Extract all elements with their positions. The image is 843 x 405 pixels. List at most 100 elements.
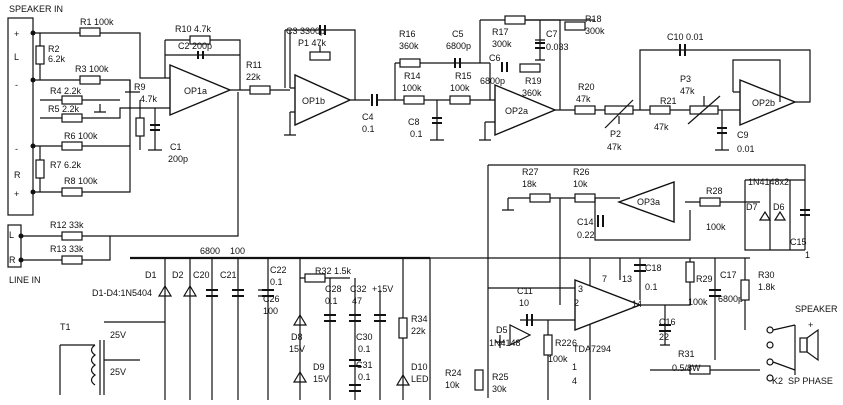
pin7-label: 7 <box>602 274 607 284</box>
r21-label: R21 <box>660 96 677 106</box>
r19-value: 360k <box>522 88 542 98</box>
r6-label: R6 100k <box>64 131 98 141</box>
op3a-label: OP3a <box>637 197 660 207</box>
c11-value: 10 <box>519 298 529 308</box>
c26-value: 100 <box>263 306 278 316</box>
transformer-25v-bottom: 25V <box>110 367 126 377</box>
d5-label: D5 <box>496 325 508 335</box>
c31-value: 0.1 <box>358 372 371 382</box>
op1b-stage: OP1b C3 3300p P1 47k C4 0.1 <box>284 25 400 136</box>
right-channel-label: R <box>14 170 21 180</box>
c15-label: C15 <box>790 237 807 247</box>
right-plus-label: + <box>14 189 19 199</box>
r3-label: R3 100k <box>75 64 109 74</box>
c30-value: 0.1 <box>358 344 371 354</box>
r28-label: R28 <box>706 186 723 196</box>
r16-label: R16 <box>399 29 416 39</box>
r7-label: R7 6.2k <box>50 160 82 170</box>
c9-value: 0.01 <box>737 144 755 154</box>
pin3-label: 3 <box>578 284 583 294</box>
r26-value: 10k <box>573 179 588 189</box>
p2-label: P2 <box>610 129 621 139</box>
d7-d6-label: 1N4148x2 <box>748 177 789 187</box>
c22-label: C22 <box>270 265 287 275</box>
r29-value: 100k <box>688 297 708 307</box>
pin1-label: 1 <box>572 362 577 372</box>
c8-label: C8 <box>408 117 420 127</box>
c5-label: C5 <box>452 29 464 39</box>
r31-value: 0.5/8W <box>672 363 701 373</box>
c14-label: C14 <box>577 217 594 227</box>
t1-label: T1 <box>60 322 71 332</box>
r14-value: 100k <box>402 83 422 93</box>
speaker-out-label: SPEAKER <box>795 304 838 314</box>
r20-value: 47k <box>576 94 591 104</box>
c18-label: C18 <box>645 263 662 273</box>
op2a-label: OP2a <box>505 106 528 116</box>
r1-label: R1 100k <box>80 17 114 27</box>
r29-label: R29 <box>696 274 713 284</box>
d8-value: 15V <box>289 344 305 354</box>
c11-label: C11 <box>517 286 533 296</box>
r19-label: R19 <box>525 76 542 86</box>
r34-label: R34 <box>411 314 428 324</box>
r21-value: 47k <box>654 122 669 132</box>
op2a-stage: R16 360k R14 100k C5 6800p C8 0.1 R15 10… <box>394 14 605 141</box>
op3a-stage: OP3a R27 18k R26 10k C14 0.22 R28 100k 1… <box>487 164 810 398</box>
r34-value: 22k <box>411 326 426 336</box>
r9-value: 4.7k <box>140 94 158 104</box>
c32-value: 47 <box>352 296 362 306</box>
c10-label: C10 0.01 <box>667 32 704 42</box>
op2b-label: OP2b <box>752 98 775 108</box>
r15-label: R15 <box>455 71 472 81</box>
line-in-left-label: L <box>9 230 14 240</box>
plus15v-label: +15V <box>372 284 393 294</box>
pin2-label: 2 <box>574 298 579 308</box>
c21-label: C21 <box>220 270 237 280</box>
c5-value: 6800p <box>446 41 471 51</box>
r12-label: R12 33k <box>50 220 84 230</box>
r28-value: 100k <box>706 222 726 232</box>
speaker-output: SPEAKER SP PHASE K2 + <box>766 304 838 386</box>
op1a-stage: OP1a R10 4.7k C2 200p R9 4.7k C1 200p R1… <box>125 24 290 164</box>
r25-value: 30k <box>492 384 507 394</box>
c18-value: 0.1 <box>645 282 658 292</box>
pin4-label: 4 <box>572 376 577 386</box>
r14-label: R14 <box>404 71 421 81</box>
tda7294-label: TDA7294 <box>573 344 611 354</box>
r26-label: R26 <box>573 167 590 177</box>
p2-value: 47k <box>607 142 622 152</box>
d7-label: D7 <box>746 202 758 212</box>
r24-value: 10k <box>445 380 460 390</box>
r9-label: R9 <box>134 82 146 92</box>
line-in-frame <box>7 224 22 268</box>
c28-value: 0.1 <box>325 296 338 306</box>
power-amp: TDA7294 7 13 3 2 14 6 1 4 C11 10 R22 100… <box>430 257 776 400</box>
r31-label: R31 <box>678 349 695 359</box>
d10-value: LED <box>411 374 429 384</box>
op2b-stage: R20 47k P2 47k R21 47k P3 47k C9 0.01 OP… <box>555 32 811 154</box>
left-channel-label: L <box>14 52 19 62</box>
c6-value: 6800p <box>480 76 505 86</box>
r11-label: R11 <box>246 60 262 70</box>
r27-value: 18k <box>522 179 537 189</box>
r22-value: 100k <box>548 354 568 364</box>
r10-label: R10 4.7k <box>175 24 212 34</box>
right-minus-label: - <box>15 144 18 154</box>
r2-label: R2 <box>48 44 60 54</box>
c22-value: 0.1 <box>270 277 283 287</box>
p1-label: P1 47k <box>298 38 327 48</box>
r30-value: 1.8k <box>758 282 776 292</box>
p3-label: P3 <box>680 74 691 84</box>
left-minus-label: - <box>15 80 18 90</box>
r8-label: R8 100k <box>64 176 98 186</box>
d8-label: D8 <box>291 332 303 342</box>
r11-value: 22k <box>246 72 261 82</box>
r32-label: R32 1.5k <box>315 266 352 276</box>
c3-label: C3 3300p <box>286 26 325 36</box>
power-supply: 6800 100 D1 D2 C20 C21 D1-D4:1N5404 T1 2… <box>59 246 431 400</box>
left-plus-label: + <box>14 29 19 39</box>
input-connector-frame <box>7 17 34 216</box>
c26-label: C26 <box>263 294 280 304</box>
r20-label: R20 <box>578 82 595 92</box>
